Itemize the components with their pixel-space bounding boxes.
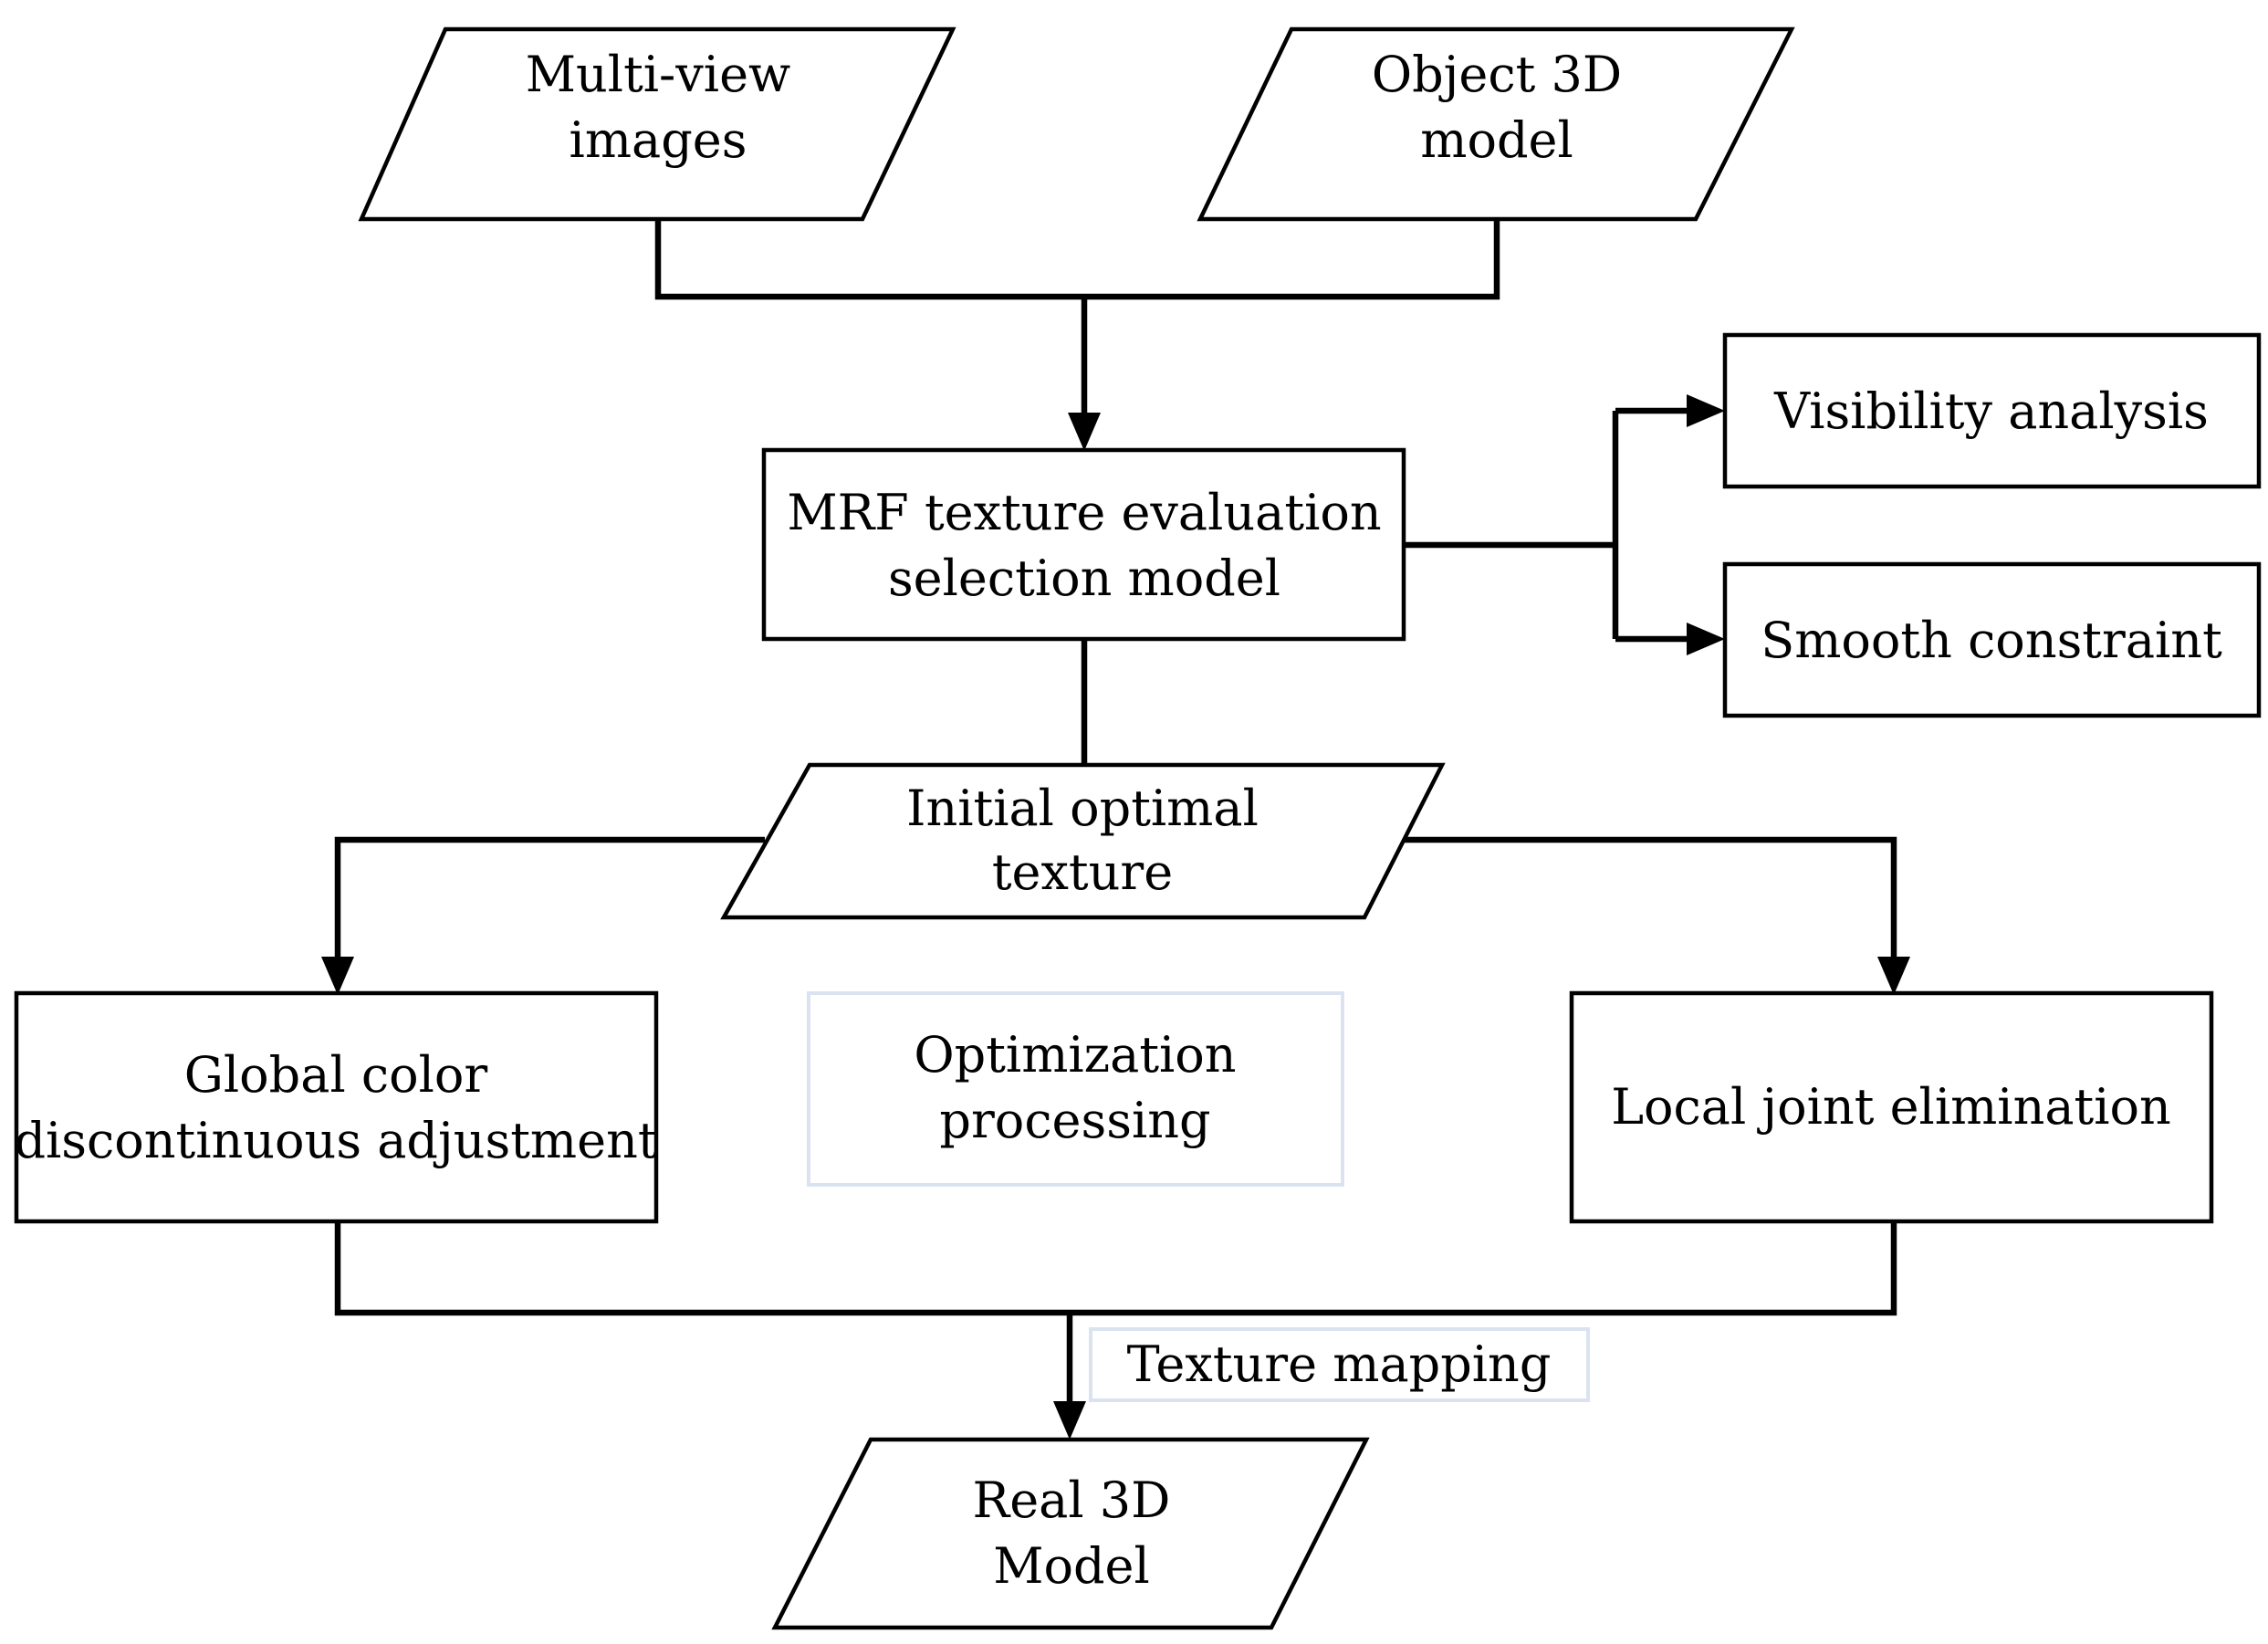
optimization-processing-box xyxy=(807,991,1344,1187)
local-joint-elimination-node: Local joint elimination xyxy=(1569,990,2214,1224)
optimization-processing-label-line2: processing xyxy=(939,1092,1210,1149)
connector-mrf-to-evaluations xyxy=(1404,407,1688,643)
multiview-images-label-line2: images xyxy=(570,111,747,169)
object-3d-model-shape xyxy=(1197,26,1795,222)
global-color-adjustment-node: Global color discontinuous adjustment xyxy=(14,990,659,1224)
multiview-images-node: Multi-view images xyxy=(358,26,956,222)
texture-mapping-annotation: Texture mapping xyxy=(1089,1327,1590,1402)
arrow-head-to-visibility xyxy=(1687,394,1725,427)
arrow-head-to-real3d xyxy=(1053,1401,1086,1440)
initial-optimal-texture-label-line2: texture xyxy=(992,843,1173,901)
texture-mapping-box xyxy=(1089,1327,1590,1402)
visibility-analysis-box xyxy=(1722,332,2262,489)
object-3d-model-node: Object 3D model xyxy=(1197,26,1795,222)
smooth-constraint-box xyxy=(1722,561,2262,718)
global-color-adjustment-label-line2: discontinuous adjustment xyxy=(14,1112,657,1169)
object-3d-model-label-line2: model xyxy=(1420,111,1573,169)
arrow-head-to-smooth xyxy=(1687,623,1725,655)
real-3d-model-label-line2: Model xyxy=(993,1537,1150,1595)
arrow-head-to-local-joint xyxy=(1877,957,1910,995)
mrf-model-node: MRF texture evaluation selection model xyxy=(761,447,1406,642)
mrf-model-label-line1: MRF texture evaluation xyxy=(787,484,1381,541)
mrf-model-box xyxy=(761,447,1406,642)
global-color-adjustment-label-line1: Global color xyxy=(184,1046,488,1104)
connector-initial-to-global-color xyxy=(334,836,765,958)
initial-optimal-texture-shape xyxy=(720,762,1446,920)
local-joint-elimination-label: Local joint elimination xyxy=(1611,1078,2171,1136)
multiview-images-shape xyxy=(358,26,956,222)
visibility-analysis-node: Visibility analysis xyxy=(1722,332,2262,489)
mrf-model-label-line2: selection model xyxy=(888,550,1280,607)
initial-optimal-texture-label-line1: Initial optimal xyxy=(906,780,1259,837)
object-3d-model-label-line1: Object 3D xyxy=(1372,46,1622,103)
multiview-images-label-line1: Multi-view xyxy=(526,46,791,103)
smooth-constraint-node: Smooth constraint xyxy=(1722,561,2262,718)
connector-adjustments-to-real3d xyxy=(334,1221,1897,1404)
connectors xyxy=(321,219,1910,1440)
texture-mapping-label: Texture mapping xyxy=(1127,1335,1552,1393)
optimization-processing-label-line1: Optimization xyxy=(914,1026,1236,1084)
connector-initial-to-local-joint xyxy=(1404,836,1897,958)
real-3d-model-shape xyxy=(771,1437,1370,1630)
connector-inputs-to-mrf xyxy=(654,219,1500,415)
real-3d-model-node: Real 3D Model xyxy=(771,1437,1370,1630)
arrow-head-to-mrf xyxy=(1068,413,1101,451)
real-3d-model-label-line1: Real 3D xyxy=(973,1471,1171,1529)
global-color-adjustment-box xyxy=(14,990,659,1224)
optimization-processing-annotation: Optimization processing xyxy=(807,991,1344,1187)
visibility-analysis-label: Visibility analysis xyxy=(1773,382,2209,440)
initial-optimal-texture-node: Initial optimal texture xyxy=(720,762,1446,920)
smooth-constraint-label: Smooth constraint xyxy=(1761,612,2222,669)
local-joint-elimination-box xyxy=(1569,990,2214,1224)
arrow-head-to-global-color xyxy=(321,957,354,995)
